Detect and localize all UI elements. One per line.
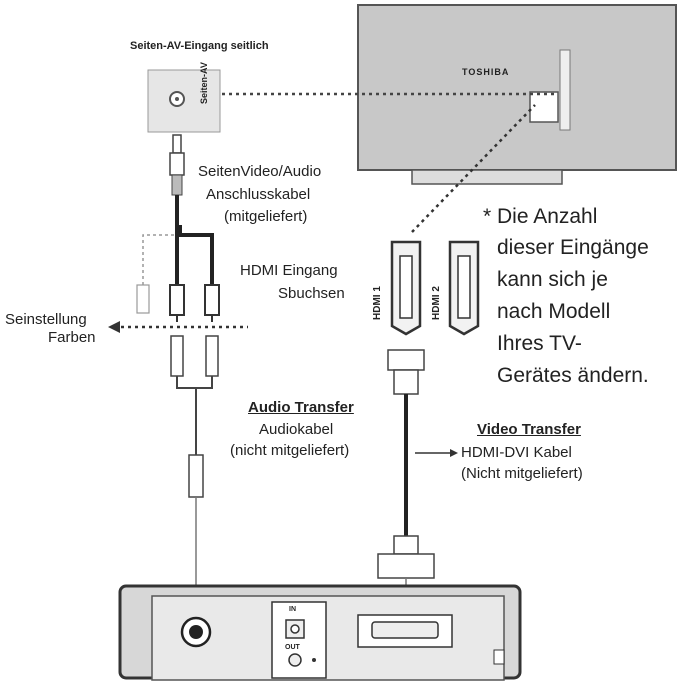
video-cable-line1: HDMI-DVI Kabel <box>461 444 572 461</box>
note-line1: * Die Anzahl <box>483 205 598 228</box>
note-line6: Gerätes ändern. <box>497 364 649 387</box>
hdmi1-label: HDMI 1 <box>372 286 383 320</box>
hdmi1-port <box>390 240 422 336</box>
note-line5: Ihres TV- <box>497 332 582 355</box>
video-transfer-title: Video Transfer <box>477 421 581 438</box>
side-av-panel <box>147 69 221 133</box>
note-line3: kann sich je <box>497 268 608 291</box>
side-av-cable <box>136 134 220 322</box>
tv-set <box>357 4 677 185</box>
side-cable-line2: Anschlusskabel <box>206 186 311 203</box>
hdmi2-port <box>448 240 480 336</box>
audio-transfer-title: Audio Transfer <box>248 399 354 416</box>
device-in-label: IN <box>289 606 296 613</box>
hdmi-input-line2: Sbuchsen <box>278 285 345 302</box>
hdmi-dotted-link <box>411 104 536 233</box>
brand-label: TOSHIBA <box>462 67 510 77</box>
side-cable-line3: (mitgeliefert) <box>224 208 308 225</box>
audio-cable-line1: Audiokabel <box>259 421 334 438</box>
video-cable-line2: (Nicht mitgeliefert) <box>461 465 583 482</box>
external-device <box>118 584 522 681</box>
arrow-right-icon <box>450 449 458 457</box>
color-setting-line1: Seinstellung <box>5 311 87 328</box>
side-av-vertical-label: Seiten-AV <box>199 62 209 104</box>
audio-cable-line2: (nicht mitgeliefert) <box>230 442 350 459</box>
device-out-label: OUT <box>285 644 300 651</box>
arrow-left-icon <box>108 321 120 333</box>
hdmi-dvi-cable <box>377 349 435 615</box>
side-cable-line1: SeitenVideo/Audio <box>198 163 322 180</box>
hdmi2-label: HDMI 2 <box>431 286 442 320</box>
side-av-title: Seiten-AV-Eingang seitlich <box>130 40 269 52</box>
hdmi-input-line1: HDMI Eingang <box>240 262 338 279</box>
audio-cable <box>170 335 219 608</box>
color-setting-line2: Farben <box>48 329 96 346</box>
note-line4: nach Modell <box>497 300 611 323</box>
note-line2: dieser Eingänge <box>497 236 649 259</box>
